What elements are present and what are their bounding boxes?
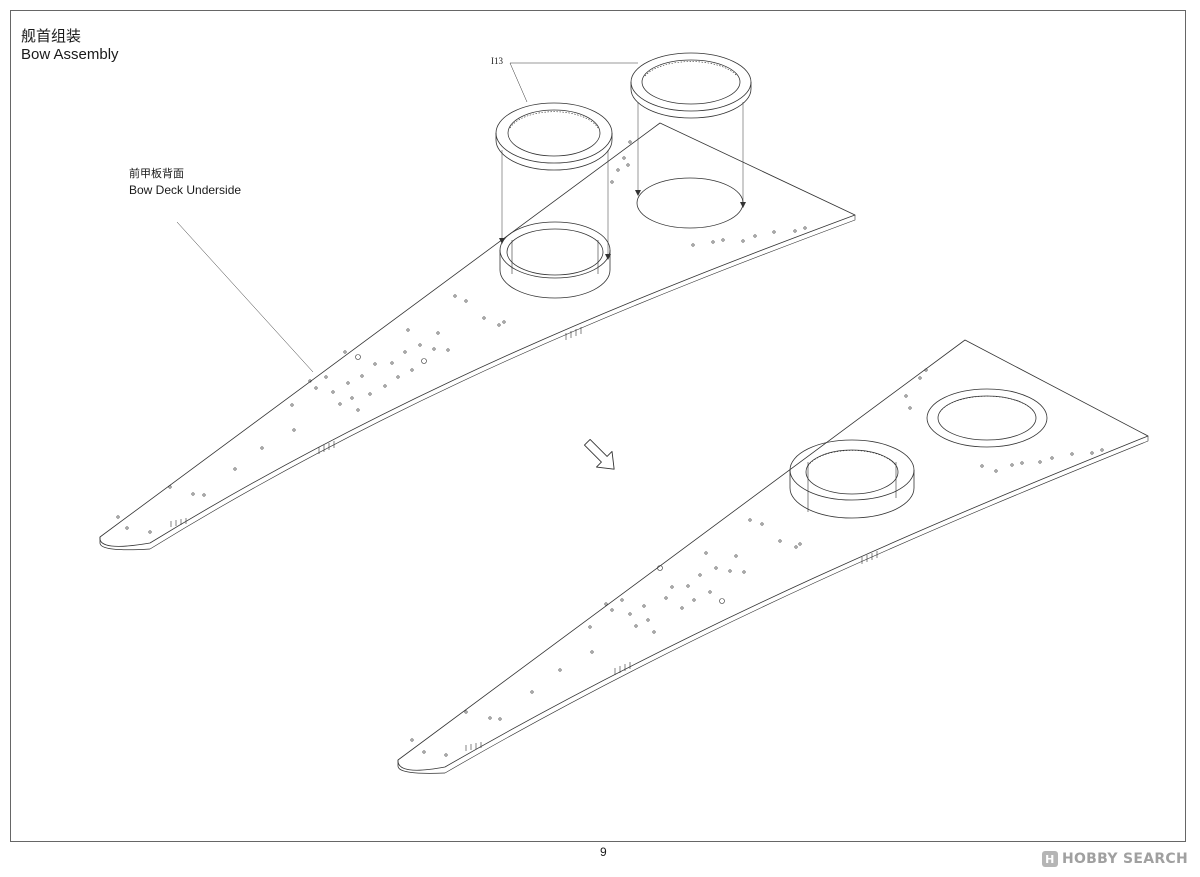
part-label: I13 — [491, 56, 503, 66]
page-number: 9 — [600, 845, 607, 859]
page-frame — [10, 10, 1186, 842]
bow-deck-exploded — [99, 122, 856, 551]
callout-label-en: Bow Deck Underside — [129, 183, 242, 197]
page-title-en: Bow Assembly — [21, 46, 119, 63]
watermark-text: HOBBY SEARCH — [1061, 851, 1188, 867]
watermark: H HOBBY SEARCH — [1041, 851, 1188, 867]
page-title-zh: 舰首组装 — [21, 27, 82, 45]
callout-label-zh: 前甲板背面 — [129, 167, 184, 180]
bow-deck-assembled — [397, 339, 1149, 774]
callout-leader — [176, 221, 314, 373]
ring-parts-i13 — [495, 52, 752, 260]
watermark-logo-icon: H — [1041, 851, 1058, 867]
direction-arrow-icon — [583, 438, 615, 470]
